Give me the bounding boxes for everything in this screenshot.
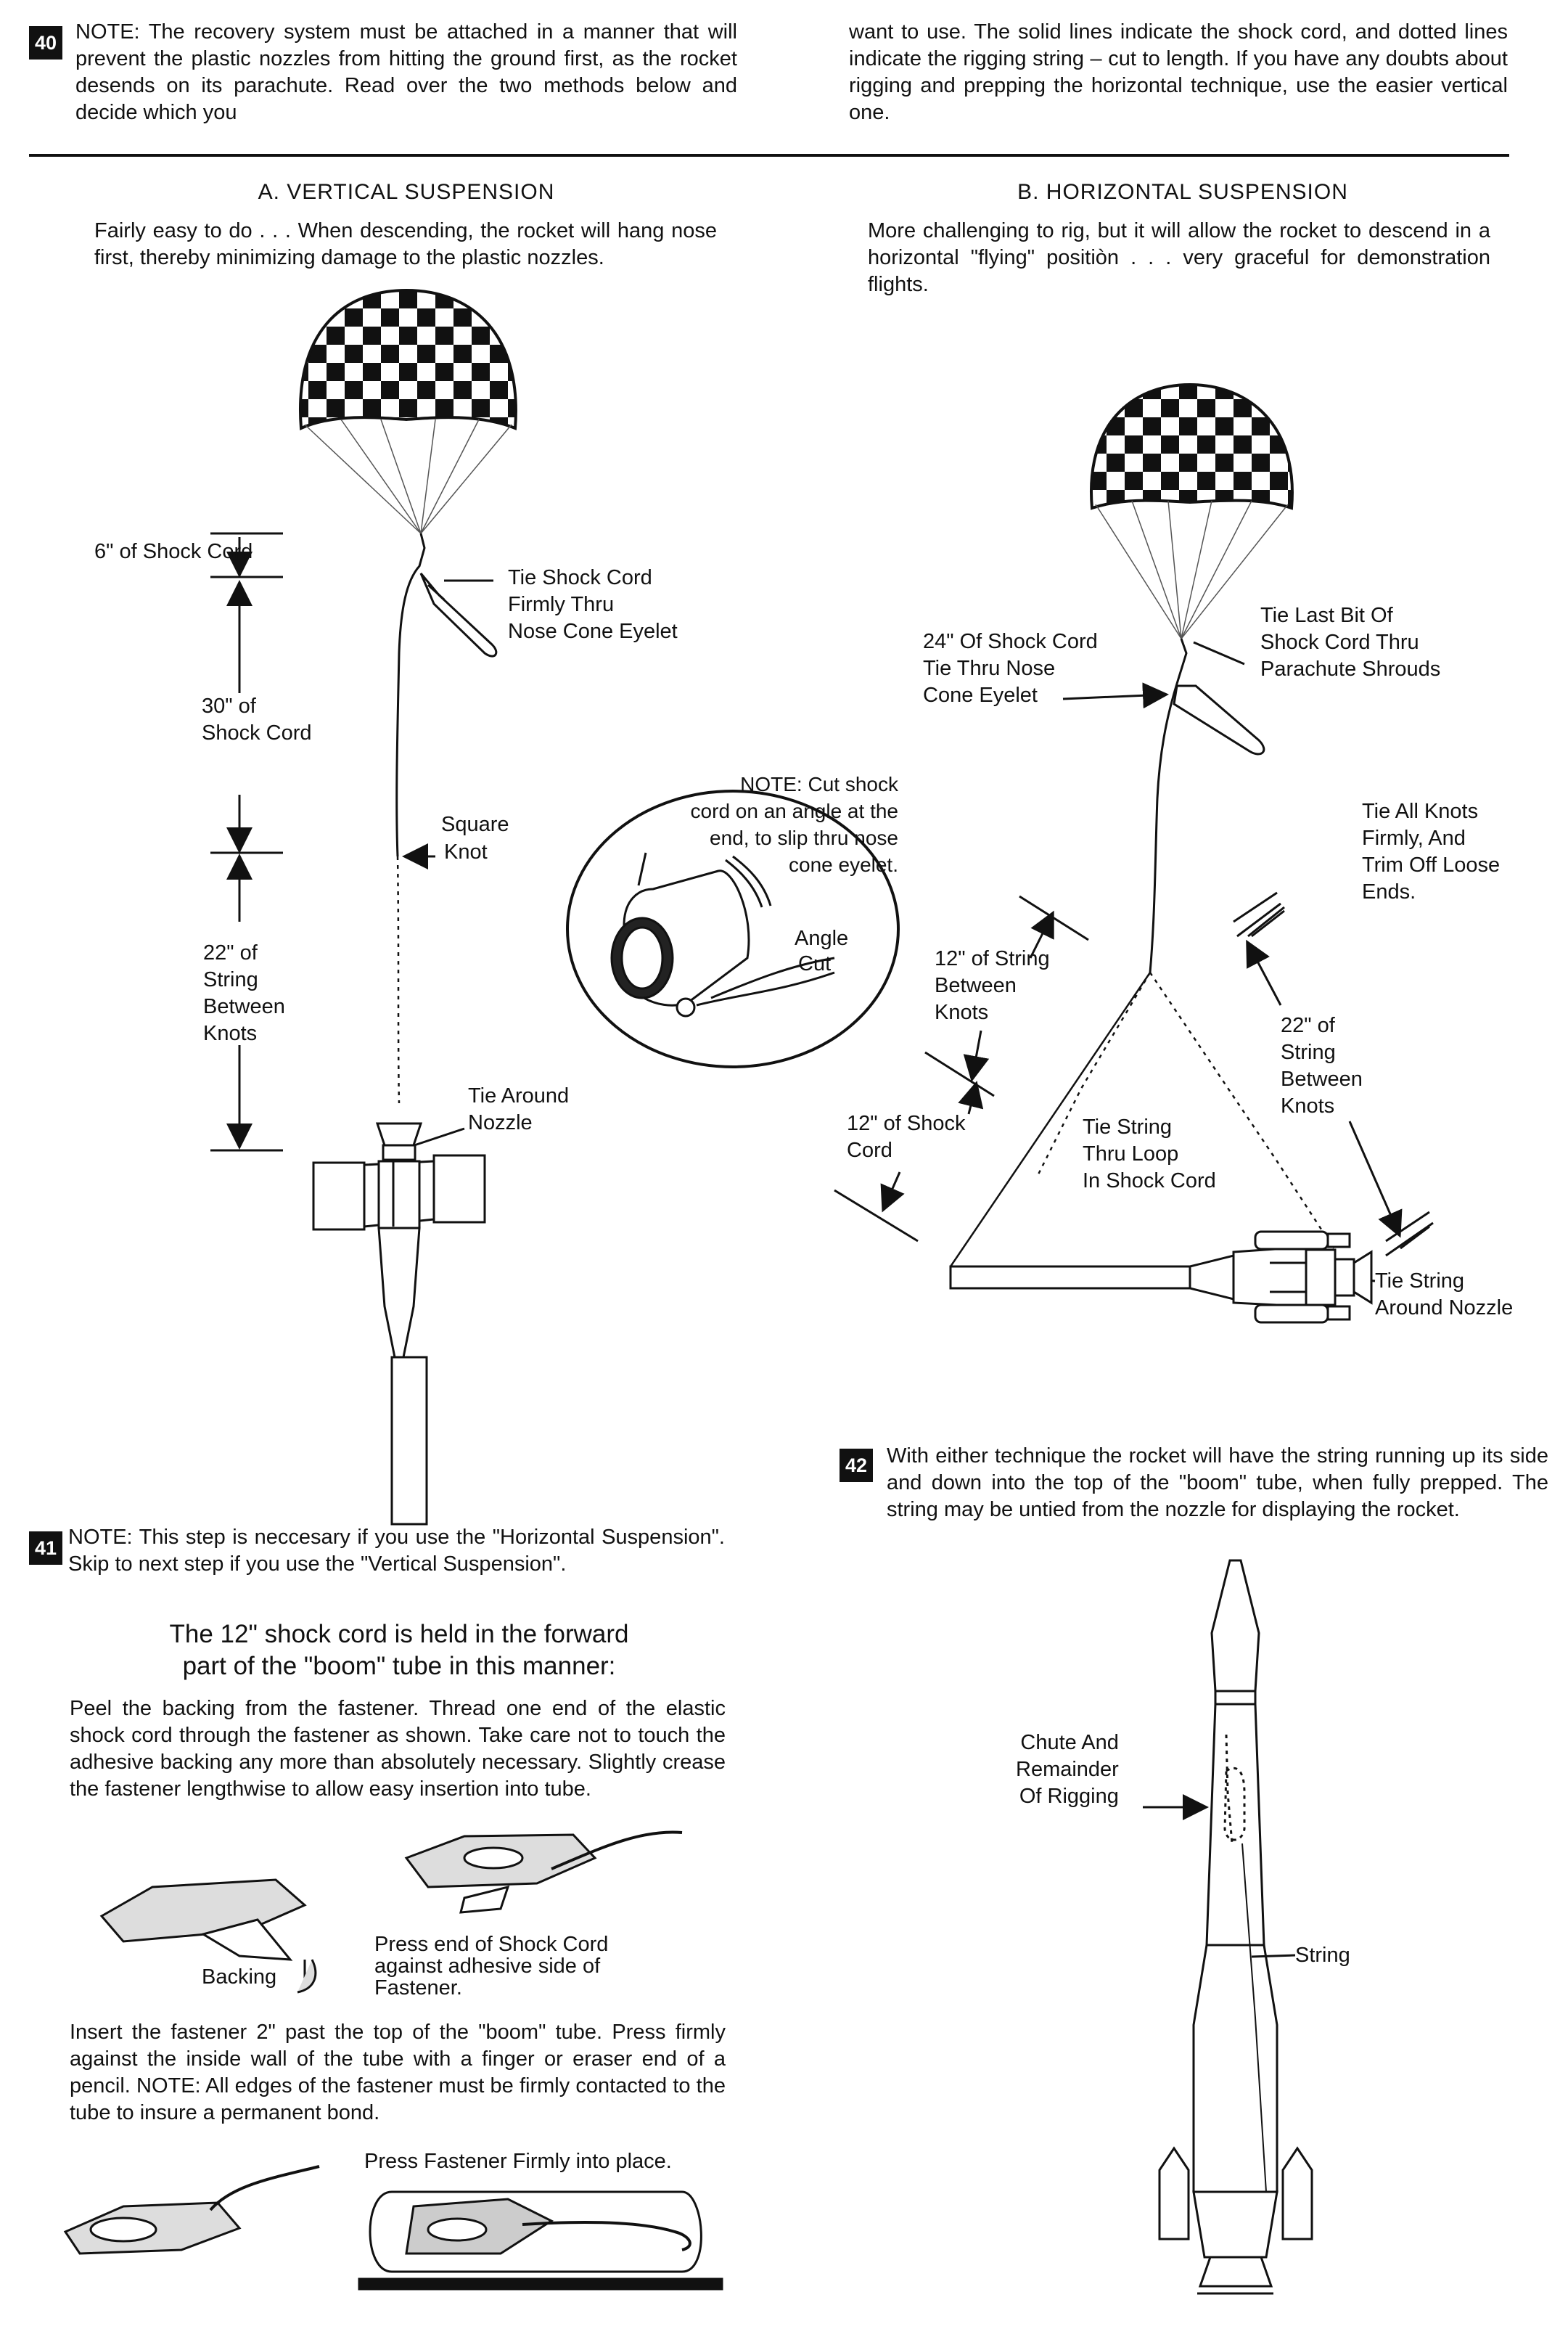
label-press-fastener: Press Fastener Firmly into place. <box>364 2150 672 2173</box>
step-42-badge: 42 <box>840 1449 873 1482</box>
step-42-leaders <box>1143 1794 1296 1958</box>
vertical-shock-cord <box>395 533 426 1104</box>
note-circle-angle: Angle <box>795 927 849 950</box>
step-40-badge: 40 <box>29 26 62 60</box>
label-twentytwo-string-vertical: 22" of String Between Knots <box>203 941 285 1045</box>
horizontal-shock-cord <box>1149 638 1188 973</box>
label-thirty-inch-shock-cord: 30" of Shock Cord <box>202 695 312 745</box>
label-tie-around-nozzle: Tie Around Nozzle <box>468 1084 570 1134</box>
label-string: String <box>1295 1944 1350 1967</box>
horizontal-nose-cone <box>1173 684 1265 756</box>
note-circle-cut: Cut <box>798 952 832 975</box>
step-42-rocket <box>1158 1559 1313 2295</box>
step-41-para1: Peel the backing from the fastener. Thre… <box>70 1697 726 1801</box>
note-circle-drawing <box>566 790 900 1068</box>
horizontal-description: More challenging to rig, but it will all… <box>868 219 1490 296</box>
label-chute-remainder: Chute And Remainder Of Rigging <box>1016 1731 1119 1808</box>
step-42-text: With either technique the rocket will ha… <box>887 1444 1548 1521</box>
horizontal-dimension-lines <box>834 641 1434 1282</box>
label-twelve-shock-cord: 12" of Shock Cord <box>847 1112 966 1162</box>
vertical-parachute <box>299 288 517 534</box>
horizontal-rocket <box>949 1230 1373 1324</box>
label-press-end-shock-cord: Press end of Shock Cord against adhesive… <box>374 1933 609 2000</box>
step-41-note: NOTE: This step is neccesary if you use … <box>68 1526 725 1576</box>
step-40-text-right: want to use. The solid lines indicate th… <box>849 20 1508 124</box>
note-circle-text: NOTE: Cut shock cord on an angle at the … <box>690 773 898 876</box>
vertical-rocket <box>312 1122 486 1526</box>
label-twelve-string: 12" of String Between Knots <box>935 947 1050 1024</box>
vertical-dimension-lines <box>210 532 493 1152</box>
label-backing: Backing <box>202 1965 277 1989</box>
fastener-insert-drawing <box>63 2165 723 2291</box>
vertical-description: Fairly easy to do . . . When descending,… <box>94 219 717 269</box>
label-tie-string-nozzle: Tie String Around Nozzle <box>1375 1269 1514 1319</box>
horizontal-rigging <box>949 972 1335 1267</box>
label-square-knot-2: Knot <box>444 840 488 864</box>
label-twentyfour-shock-cord: 24" Of Shock Cord Tie Thru Nose Cone Eye… <box>923 630 1098 707</box>
fastener-backing-drawing <box>99 1830 683 1994</box>
horizontal-parachute <box>1090 382 1294 639</box>
label-tie-last-bit: Tie Last Bit Of Shock Cord Thru Parachut… <box>1260 604 1441 681</box>
step-41-badge: 41 <box>29 1531 62 1565</box>
section-divider <box>29 154 1509 157</box>
label-twentytwo-string-horizontal: 22" of String Between Knots <box>1281 1014 1363 1118</box>
horizontal-title: B. HORIZONTAL SUSPENSION <box>1017 180 1348 204</box>
step-41-para2: Insert the fastener 2" past the top of t… <box>70 2021 726 2124</box>
label-square-knot: Square <box>441 813 509 836</box>
vertical-title: A. VERTICAL SUSPENSION <box>258 180 555 204</box>
label-six-inch-shock-cord: 6" of Shock Cord <box>94 540 253 563</box>
step-41-intro-line2: part of the "boom" tube in this manner: <box>182 1652 616 1680</box>
label-tie-shock-cord: Tie Shock Cord Firmly Thru Nose Cone Eye… <box>508 566 678 643</box>
label-tie-all-knots: Tie All Knots Firmly, And Trim Off Loose… <box>1362 800 1501 904</box>
label-tie-string-loop: Tie String Thru Loop In Shock Cord <box>1083 1116 1216 1192</box>
step-40-text-left: NOTE: The recovery system must be attach… <box>75 20 737 124</box>
vertical-nose-cone <box>419 573 498 658</box>
step-41-intro-line1: The 12" shock cord is held in the forwar… <box>169 1620 629 1648</box>
